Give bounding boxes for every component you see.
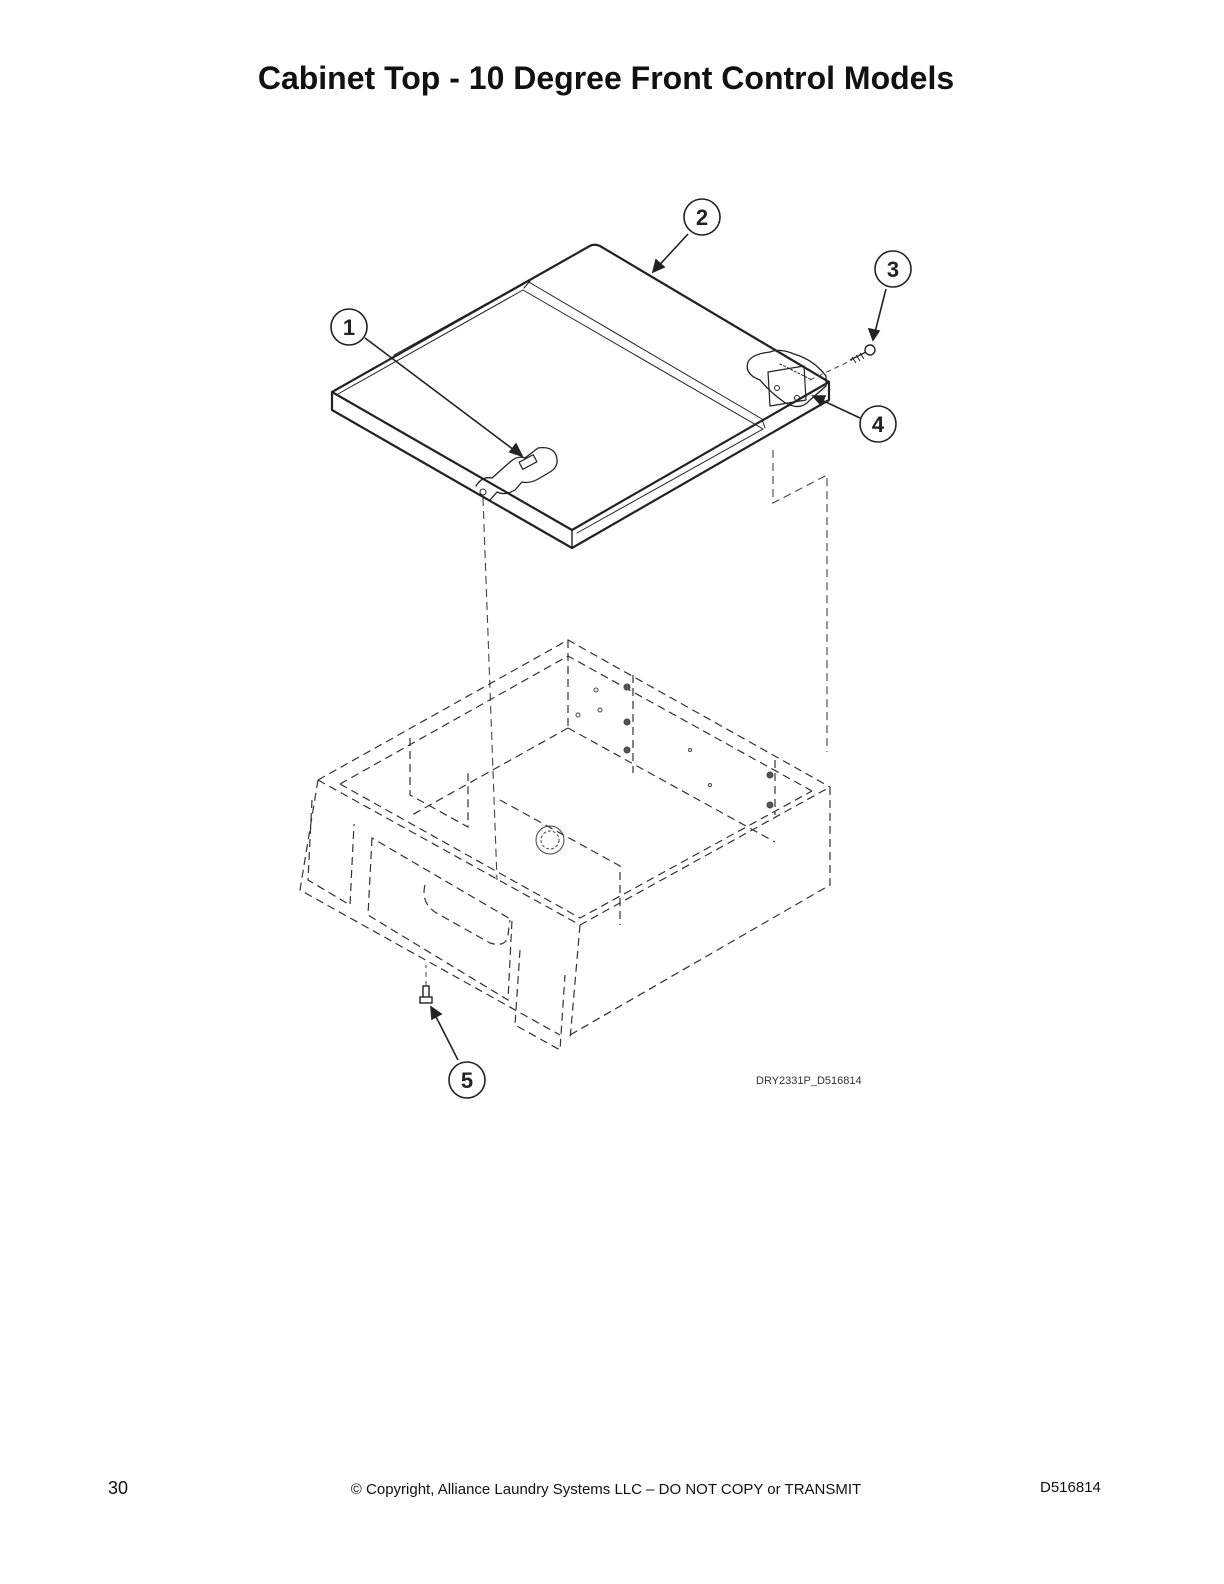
cabinet-base-phantom xyxy=(299,639,831,1051)
callout-5: 5 xyxy=(448,1061,486,1099)
page-number: 30 xyxy=(108,1478,129,1498)
svg-text:2: 2 xyxy=(696,205,708,230)
svg-text:4: 4 xyxy=(872,412,885,437)
copyright-notice: © Copyright, Alliance Laundry Systems LL… xyxy=(350,1481,862,1498)
cabinet-base-details xyxy=(535,683,774,855)
callout-4: 4 xyxy=(859,405,897,443)
figure-id: DRY2331P_D516814 xyxy=(756,1075,862,1087)
cabinet-top-panel xyxy=(330,243,831,550)
screw-icon xyxy=(809,344,876,381)
exploded-parts-diagram: 1 2 3 4 5 xyxy=(299,198,912,1099)
svg-text:5: 5 xyxy=(461,1068,473,1093)
svg-text:1: 1 xyxy=(343,315,355,340)
leader-arrows xyxy=(364,233,887,1061)
bolt-icon xyxy=(419,965,433,1004)
svg-text:3: 3 xyxy=(887,257,899,282)
page-title: Cabinet Top - 10 Degree Front Control Mo… xyxy=(257,60,955,96)
callout-3: 3 xyxy=(874,250,912,288)
callout-1: 1 xyxy=(330,308,368,346)
alignment-lines xyxy=(482,450,828,881)
callout-2: 2 xyxy=(683,198,721,236)
document-number: D516814 xyxy=(1040,1479,1101,1496)
